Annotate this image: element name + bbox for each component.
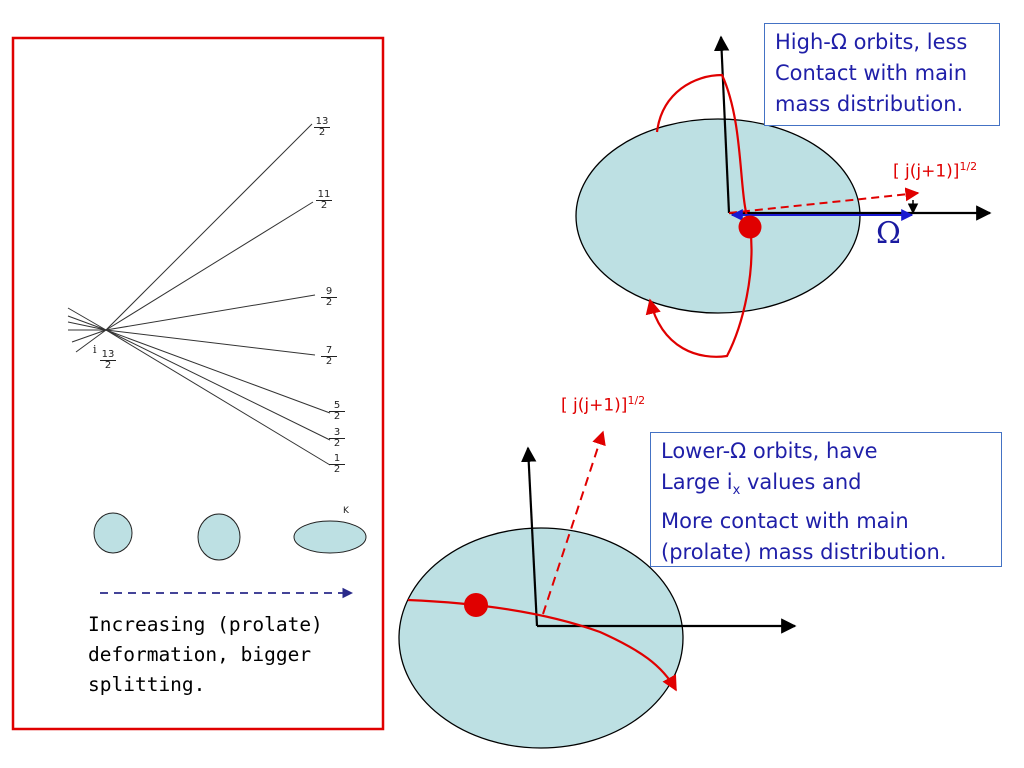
origin-label-prefix: i <box>93 343 97 356</box>
lower-omega-textbox: Lower-Ω orbits, have Large ix values and… <box>650 432 1002 567</box>
fan-line-7-2 <box>105 329 316 356</box>
nilsson-fan <box>67 123 331 466</box>
bottom-z-axis <box>521 446 539 627</box>
bottom-j-vector <box>542 430 606 615</box>
shape-axis-label: K <box>343 506 349 516</box>
deformation-caption: Increasing (prolate) deformation, bigger… <box>88 610 323 700</box>
top-z-axis <box>713 35 731 214</box>
slightly-prolate-shape <box>197 513 241 561</box>
high-omega-line-3: mass distribution. <box>775 92 964 116</box>
fan-stub-1 <box>67 307 107 331</box>
lower-omega-line-1: Lower-Ω orbits, have <box>661 439 878 463</box>
bottom-orbit-curve <box>407 598 677 692</box>
fan-line-9-2 <box>105 294 316 331</box>
fan-stub-2 <box>67 315 107 331</box>
high-omega-line-2: Contact with main <box>775 61 968 85</box>
lower-omega-line-3: More contact with main <box>661 509 909 534</box>
high-omega-textbox: High-Ω orbits, less Contact with main ma… <box>764 23 1000 126</box>
fan-line-11-2 <box>105 201 314 331</box>
sphere-shape <box>93 512 133 554</box>
caption-line-3: splitting. <box>88 673 206 696</box>
top-j-label: [ j(j+1)]1/2 <box>893 160 978 182</box>
bottom-nucleon-dot <box>464 593 488 617</box>
left-panel-frame <box>11 36 385 731</box>
bottom-j-label: [ j(j+1)]1/2 <box>561 394 646 416</box>
fan-line-3-2 <box>105 329 331 441</box>
bottom-nucleus-ellipse <box>398 527 684 749</box>
omega-symbol: Ω <box>876 216 901 251</box>
caption-line-1: Increasing (prolate) <box>88 613 323 636</box>
fan-stub-5 <box>71 329 107 343</box>
fan-line-13-2 <box>105 123 313 331</box>
fan-line-5-2 <box>105 329 331 414</box>
prolate-shape <box>293 520 367 554</box>
fan-stub-3 <box>67 321 107 331</box>
caption-line-2: deformation, bigger <box>88 643 312 666</box>
top-nucleon-dot <box>738 215 762 239</box>
fan-line-1-2 <box>105 329 331 466</box>
lower-omega-line-2: Large ix values and <box>661 470 862 499</box>
lower-omega-line-4: (prolate) mass distribution. <box>661 540 947 565</box>
fan-stub-6 <box>75 329 107 353</box>
deformation-shapes <box>93 512 367 561</box>
high-omega-line-1: High-Ω orbits, less <box>775 30 968 54</box>
